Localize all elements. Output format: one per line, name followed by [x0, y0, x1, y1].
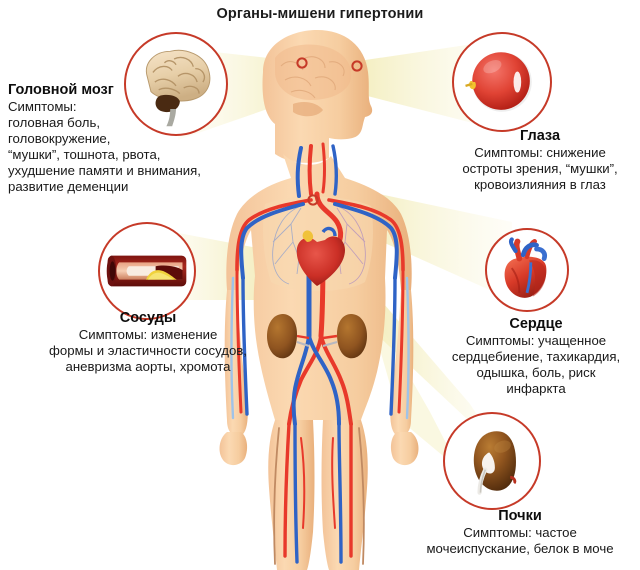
organ-name-eyes: Глаза: [519, 128, 561, 144]
organ-circle-vessels[interactable]: [98, 222, 196, 320]
heart-icon: [504, 237, 547, 298]
heart-organ: [296, 226, 345, 286]
eye-icon: [465, 52, 532, 112]
callout-text-heart: Сердце Симптомы: учащенное сердцебиение,…: [432, 316, 640, 397]
organ-name-kidneys: Почки: [498, 508, 542, 524]
brain-icon: [145, 49, 211, 127]
organ-name-heart: Сердце: [509, 316, 563, 332]
kidney-icon: [473, 431, 517, 495]
callout-text-brain: Головной мозг Симптомы: головная боль, г…: [8, 82, 248, 194]
kidneys-organ: [267, 314, 367, 359]
head-group: [262, 30, 373, 163]
organ-circle-brain[interactable]: [124, 32, 228, 136]
organ-circle-kidneys[interactable]: [443, 412, 541, 510]
organ-symptoms-vessels: Симптомы: изменение формы и эластичности…: [49, 327, 247, 375]
organ-circle-heart[interactable]: [485, 228, 569, 312]
callout-text-kidneys: Почки Симптомы: частое мочеиспускание, б…: [400, 508, 640, 557]
organ-name-vessels: Сосуды: [119, 310, 177, 326]
organ-symptoms-kidneys: Симптомы: частое мочеиспускание, белок в…: [426, 525, 614, 557]
vascular-system: [230, 142, 410, 565]
callout-text-eyes: Глаза Симптомы: снижение остроты зрения,…: [440, 128, 640, 193]
aorta-marker: [307, 194, 319, 206]
legs-group: [268, 420, 368, 570]
brain-marker-left: [296, 57, 308, 69]
artery-icon: [106, 255, 187, 287]
organ-symptoms-heart: Симптомы: учащенное сердцебиение, тахика…: [451, 333, 621, 396]
brain-marker-right: [351, 60, 363, 72]
human-body-figure: [219, 30, 419, 570]
organ-symptoms-brain: Симптомы: головная боль, головокружение,…: [8, 99, 201, 194]
organ-name-brain: Головной мозг: [8, 82, 114, 98]
callout-text-vessels: Сосуды Симптомы: изменение формы и эласт…: [16, 310, 280, 375]
organ-circle-eyes[interactable]: [452, 32, 552, 132]
organ-symptoms-eyes: Симптомы: снижение остроты зрения, “мушк…: [462, 145, 618, 193]
page-title: Органы-мишени гипертонии: [216, 6, 424, 22]
